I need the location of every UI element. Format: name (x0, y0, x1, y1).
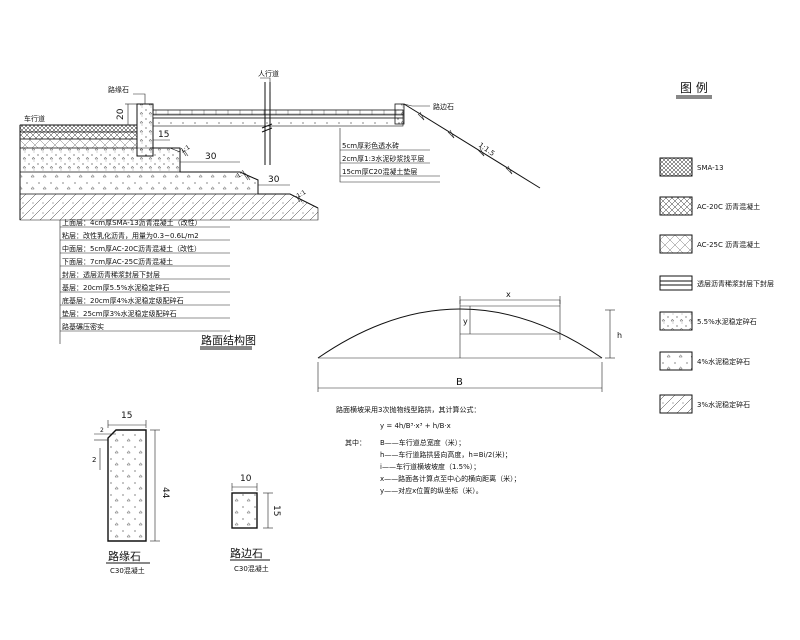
crown-note-3: i——车行道横坡坡度（1.5%）； (380, 462, 480, 471)
dim-30b: 30 (268, 175, 280, 185)
legend-title: 图 例 (680, 81, 708, 95)
road-layer-2: 粘层：改性乳化沥青，用量为0.3~0.6L/m2 (62, 231, 199, 240)
curb-detail-shape (107, 429, 147, 542)
crown-note-2: h——车行道路拱竖向高度，h=Bi/2(米)； (380, 450, 512, 459)
road-layer-8: 垫层：25cm厚3%水泥稳定级配碎石 (62, 309, 177, 318)
sidewalk-layer-3: 15cm厚C20混凝土垫层 (342, 167, 417, 176)
section-title: 路面结构图 (201, 333, 256, 347)
road-layer-1: 上面层：4cm厚SMA-13沥青混凝土（改性） (62, 218, 202, 227)
dim-20: 20 (116, 108, 126, 120)
road-layer-5: 封层：透层沥青稀浆封层下封层 (62, 270, 160, 279)
layer-base (19, 147, 181, 173)
crown-note-4: x——路面各计算点至中心的横向距离（米）； (380, 474, 521, 483)
crown-diagram: x y h B 路面横坡采用3次抛物线型路拱，其计算公式： y = 4h/B³·… (317, 290, 622, 495)
road-layer-6: 基层：20cm厚5.5%水泥稳定碎石 (62, 283, 169, 292)
crown-y-label: y (463, 317, 468, 326)
road-section (19, 77, 541, 350)
crown-note-1: B——车行道总宽度（米）； (380, 438, 465, 447)
dim-30a: 30 (205, 152, 217, 162)
crown-b-label: B (456, 377, 463, 388)
edge-detail: 10 15 路边石 C30混凝土 (230, 474, 281, 573)
ratio-a: 1:1 (180, 144, 192, 155)
layer-cushion (19, 193, 319, 221)
crown-h-label: h (617, 331, 622, 340)
legend-swatch-ac20 (659, 196, 693, 216)
legend-label-3: AC-25C 沥青混凝土 (697, 240, 760, 249)
curb-dim-height: 44 (160, 487, 170, 499)
edge-name: 路边石 (230, 547, 263, 560)
crown-note-5: y——对应x位置的纵坐标（米）。 (380, 486, 483, 495)
crown-intro: 路面横坡采用3次抛物线型路拱，其计算公式： (336, 405, 480, 414)
layer-ac25 (19, 138, 138, 149)
slope-line (403, 103, 541, 189)
crown-formula: y = 4h/B³·x³ + h/B·x (380, 422, 451, 430)
legend: 图 例 SMA-13 AC-20C 沥青混凝土 AC-25C 沥青混凝土 透层沥… (659, 81, 774, 414)
layer-sma (19, 124, 138, 133)
edge-dim-top: 10 (240, 474, 252, 484)
ratio-c: 1:1 (296, 189, 308, 200)
sidewalk-cushion (152, 117, 404, 127)
crown-where: 其中： (345, 438, 366, 447)
road-layer-3: 中面层：5cm厚AC-20C沥青混凝土（改性） (62, 244, 201, 253)
curb-name: 路缘石 (108, 550, 141, 563)
sidewalk-label: 人行道 (258, 69, 279, 78)
sidewalk-paver (152, 109, 404, 116)
ratio-b: 1:1 (236, 169, 248, 180)
curb-dim-chamfer: 2 (100, 427, 104, 434)
road-layer-7: 底基层：20cm厚4%水泥稳定级配碎石 (62, 296, 184, 305)
curb-detail: 15 2 2 44 路缘石 C30混凝土 (92, 411, 170, 575)
edge-stone-label: 路边石 (433, 102, 454, 111)
legend-label-5: 5.5%水泥稳定碎石 (697, 317, 757, 326)
legend-swatch-ac25 (659, 234, 693, 254)
curb-dim-top: 15 (121, 411, 132, 421)
sidewalk-layer-1: 5cm厚彩色透水砖 (342, 141, 399, 150)
curb-dim-side: 2 (92, 456, 96, 464)
road-layer-9: 路基碾压密实 (62, 322, 104, 331)
curb-material: C30混凝土 (110, 566, 145, 575)
legend-swatch-cushion (659, 394, 693, 414)
legend-swatch-sma (659, 157, 693, 177)
legend-swatch-base (659, 311, 693, 331)
crown-x-label: x (506, 290, 511, 299)
sidewalk-mortar (152, 114, 404, 119)
sidewalk-layer-2: 2cm厚1:3水泥砂浆找平层 (342, 154, 424, 163)
legend-label-7: 3%水泥稳定碎石 (697, 400, 750, 409)
legend-swatch-seal (659, 275, 693, 291)
dim-15: 15 (158, 130, 169, 140)
edge-material: C30混凝土 (234, 564, 269, 573)
edge-stone (394, 103, 405, 125)
edge-dim-side: 15 (271, 505, 281, 516)
road-layer-4: 下面层：7cm厚AC-25C沥青混凝土 (62, 257, 173, 266)
car-lane-label: 车行道 (24, 114, 45, 123)
legend-label-4: 透层沥青稀浆封层下封层 (697, 279, 774, 288)
curb-stone (136, 103, 154, 157)
legend-label-1: SMA-13 (697, 164, 724, 172)
curb-label: 路缘石 (108, 85, 129, 94)
legend-label-2: AC-20C 沥青混凝土 (697, 202, 760, 211)
layer-subbase (19, 171, 259, 195)
legend-label-6: 4%水泥稳定碎石 (697, 357, 750, 366)
legend-swatch-subbase (659, 351, 693, 371)
edge-detail-shape (231, 492, 258, 529)
layer-ac20 (19, 131, 138, 140)
